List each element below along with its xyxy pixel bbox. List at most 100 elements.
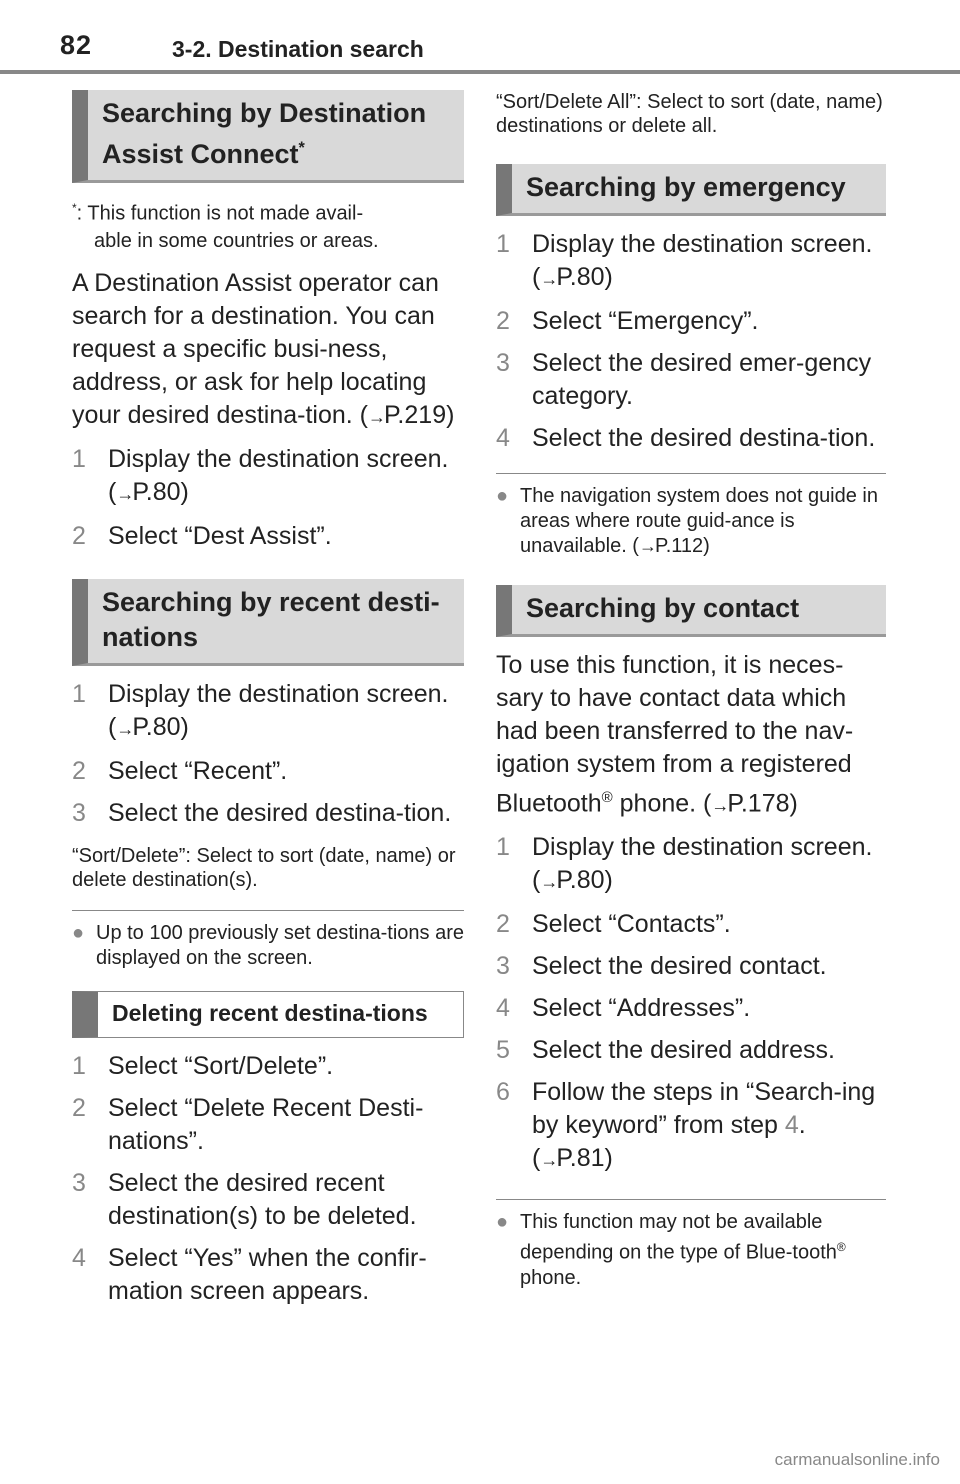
step-number: 1 [72, 1051, 86, 1080]
registered-mark: ® [601, 789, 613, 806]
footnote-mark: * [72, 201, 77, 215]
step-text: Select “Contacts”. [532, 910, 731, 939]
step-item: 1 Select “Sort/Delete”. [72, 1050, 464, 1083]
registered-mark: ® [836, 1240, 846, 1255]
step-item: 4 Select “Yes” when the confir-mation sc… [72, 1242, 464, 1308]
heading-emergency: Searching by emergency [496, 164, 886, 216]
page-ref: P.80) [556, 263, 613, 291]
step-text: Display the destination screen. ( [108, 444, 449, 506]
step-item: 3 Select the desired emer-gency category… [496, 347, 886, 413]
footnote: *: This function is not made avail- able… [72, 195, 464, 255]
step-text: Display the destination screen. ( [532, 833, 873, 895]
step-text: Select the desired recent destination(s)… [108, 1168, 417, 1230]
step-text: Select “Sort/Delete”. [108, 1051, 334, 1080]
divider [496, 1199, 886, 1201]
page-ref: P.178) [727, 789, 798, 818]
step-reference-number: 4 [784, 1111, 799, 1140]
arrow-icon: → [638, 536, 657, 556]
step-item: 1 Display the destination screen. (→P.80… [72, 678, 464, 746]
intro-paragraph: A Destination Assist operator can search… [72, 267, 464, 434]
bullet-text: Up to 100 previously set destina-tions a… [96, 921, 464, 969]
step-number: 1 [72, 679, 86, 708]
step-text: Select “Emergency”. [532, 307, 759, 335]
step-text: Display the destination screen. ( [108, 679, 449, 741]
step-item: 2 Select “Dest Assist”. [72, 520, 464, 553]
step-text: Select “Recent”. [108, 756, 288, 785]
step-number: 1 [496, 230, 510, 258]
page-number: 82 [60, 30, 93, 60]
step-text: Select “Addresses”. [532, 994, 751, 1023]
step-number: 1 [72, 444, 86, 473]
step-item: 1 Display the destination screen. (→P.80… [72, 443, 464, 511]
subheading-deleting-recent: Deleting recent destina-tions [72, 990, 464, 1038]
heading-text: Searching by contact [526, 593, 800, 623]
intro-text: A Destination Assist operator can search… [72, 268, 439, 429]
footnote-line-1: : This function is not made avail- [76, 202, 364, 225]
step-number: 3 [496, 952, 510, 981]
watermark: carmanualsonline.info [774, 1450, 940, 1469]
contact-text-tail: phone. ( [612, 789, 712, 818]
step-text: Select the desired contact. [532, 952, 827, 981]
step-number: 2 [72, 521, 86, 550]
step-number: 2 [72, 756, 86, 785]
page-ref: P.81) [556, 1144, 613, 1173]
step-item: 2 Select “Contacts”. [496, 908, 886, 941]
arrow-icon: → [116, 483, 134, 504]
page-ref: P.80) [132, 477, 189, 506]
asterisk-mark: * [298, 139, 305, 157]
arrow-icon: → [540, 269, 558, 289]
heading-text: Searching by Destination Assist Connect [102, 98, 427, 169]
bullet-note: ● This function may not be available dep… [496, 1210, 886, 1291]
step-number: 3 [496, 349, 510, 377]
arrow-icon: → [116, 718, 134, 739]
step-number: 4 [496, 994, 510, 1023]
heading-contact: Searching by contact [496, 585, 886, 637]
header-rule [0, 70, 960, 74]
step-text: Select “Dest Assist”. [108, 521, 332, 550]
step-item: 2 Select “Delete Recent Desti-nations”. [72, 1092, 464, 1158]
heading-text: Searching by recent desti-nations [102, 586, 440, 652]
step-number: 2 [496, 307, 510, 335]
step-item: 3 Select the desired contact. [496, 950, 886, 983]
arrow-icon: → [540, 872, 558, 893]
step-number: 1 [496, 833, 510, 862]
step-text: Select the desired destina-tion. [108, 798, 452, 827]
contact-paragraph: To use this function, it is neces-sary t… [496, 649, 886, 822]
step-number: 5 [496, 1036, 510, 1065]
page-header: 82 3-2. Destination search [0, 0, 960, 76]
step-number: 2 [496, 910, 510, 939]
footnote-line-2: able in some countries or areas. [94, 229, 379, 252]
step-text: Select the desired emer-gency category. [532, 349, 872, 410]
step-item: 6 Follow the steps in “Search-ing by key… [496, 1076, 886, 1177]
step-text-tail: . [798, 1111, 806, 1140]
step-number: 6 [496, 1078, 510, 1107]
step-item: 3 Select the desired recent destination(… [72, 1167, 464, 1233]
step-number: 4 [496, 424, 510, 452]
step-item: 3 Select the desired destina-tion. [72, 797, 464, 830]
contact-text: To use this function, it is neces-sary t… [496, 651, 854, 818]
subheading-text: Deleting recent destina-tions [112, 999, 428, 1026]
section-title: 3-2. Destination search [172, 36, 424, 62]
sort-delete-note: “Sort/Delete”: Select to sort (date, nam… [72, 844, 456, 891]
step-text: Follow the steps in “Search-ing by keywo… [532, 1078, 876, 1140]
step-item: 2 Select “Emergency”. [496, 305, 886, 338]
step-text: Select “Delete Recent Desti-nations”. [108, 1093, 424, 1155]
step-text: Select “Yes” when the confir-mation scre… [108, 1243, 427, 1305]
step-text: Display the destination screen. ( [532, 230, 873, 291]
divider [72, 909, 464, 911]
bullet-text: The navigation system does not guide in … [520, 485, 878, 557]
step-item: 4 Select the desired destina-tion. [496, 422, 886, 455]
step-text: Select the desired destina-tion. [532, 424, 876, 452]
step-number: 2 [72, 1093, 86, 1122]
bullet-text-tail: phone. [520, 1266, 582, 1289]
sort-delete-all-note: “Sort/Delete All”: Select to sort (date,… [496, 91, 883, 137]
heading-text: Searching by emergency [526, 172, 846, 202]
page-ref: P.219) [383, 400, 455, 429]
step-item: 1 Display the destination screen. (→P.80… [496, 228, 886, 296]
page-ref: P.80) [132, 712, 189, 741]
page-ref: P.112) [654, 535, 710, 557]
step-text: Select the desired address. [532, 1036, 835, 1065]
arrow-icon: → [540, 1150, 558, 1171]
step-item: 1 Display the destination screen. (→P.80… [496, 831, 886, 899]
step-item: 2 Select “Recent”. [72, 755, 464, 788]
